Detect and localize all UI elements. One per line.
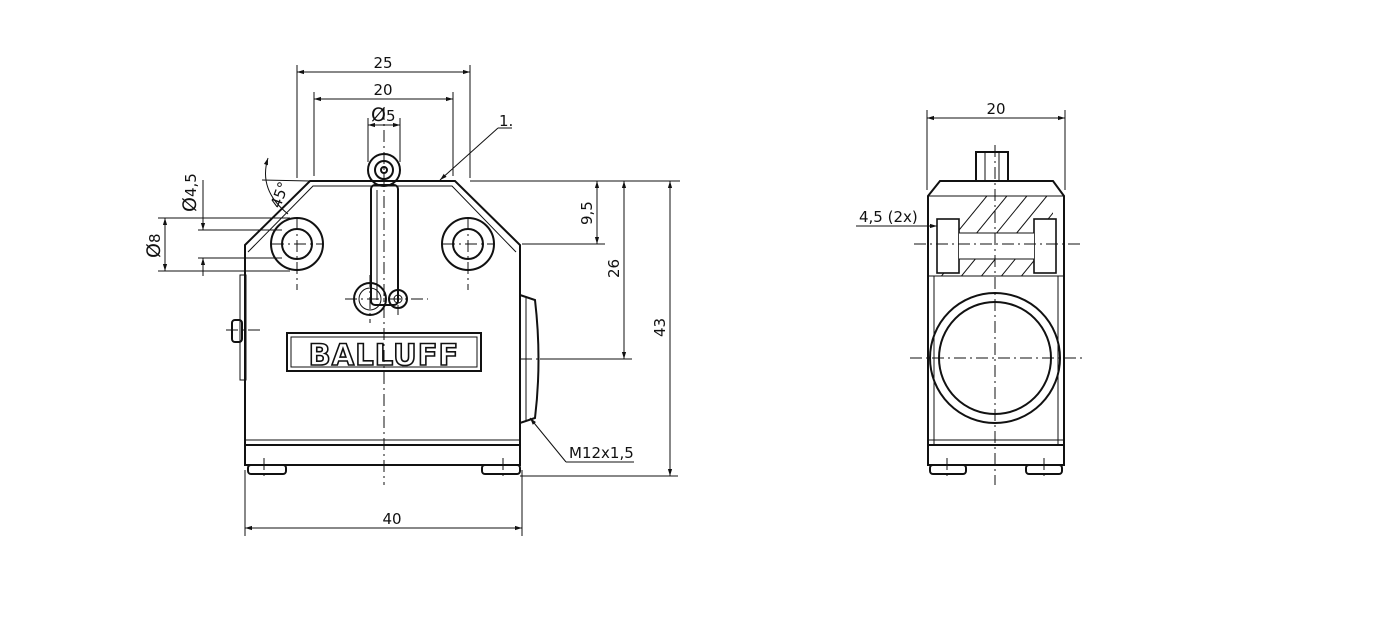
callout-1: 1.: [499, 112, 513, 130]
side-view: 20 4,5 (2x): [856, 100, 1082, 485]
side-foot-left: [929, 464, 967, 475]
side-base-plate: [927, 444, 1065, 466]
side-hole-right: [1033, 218, 1057, 274]
dim-40: 40: [382, 510, 401, 528]
dim-25: 25: [373, 54, 392, 72]
dim-20-side: 20: [986, 100, 1005, 118]
front-lever-pivot-big-inner: [358, 287, 382, 311]
dim-hole-note: 4,5 (2x): [859, 208, 918, 226]
dim-43: 43: [651, 318, 669, 337]
front-left-block: [239, 274, 247, 381]
dim-20-front: 20: [373, 81, 392, 99]
front-foot-right: [481, 464, 521, 475]
dim-angle-45: 45°: [267, 179, 293, 210]
dim-dia4-5: Ø4,5: [179, 173, 201, 212]
front-view: BALLUFF 25 20 Ø5 1.: [143, 54, 680, 536]
dim-dia8: Ø8: [143, 233, 165, 258]
front-plunger-pin: [380, 166, 388, 174]
front-left-nub: [231, 319, 243, 343]
front-connector: [519, 293, 540, 425]
front-foot-left: [247, 464, 287, 475]
dim-26: 26: [605, 259, 623, 278]
front-base-plate: [244, 444, 521, 466]
dim-thread: M12x1,5: [569, 444, 634, 462]
dim-dia5: Ø5: [371, 104, 396, 126]
side-plunger: [975, 151, 1009, 182]
dim-9-5: 9,5: [578, 201, 596, 225]
side-hole-left: [936, 218, 960, 274]
